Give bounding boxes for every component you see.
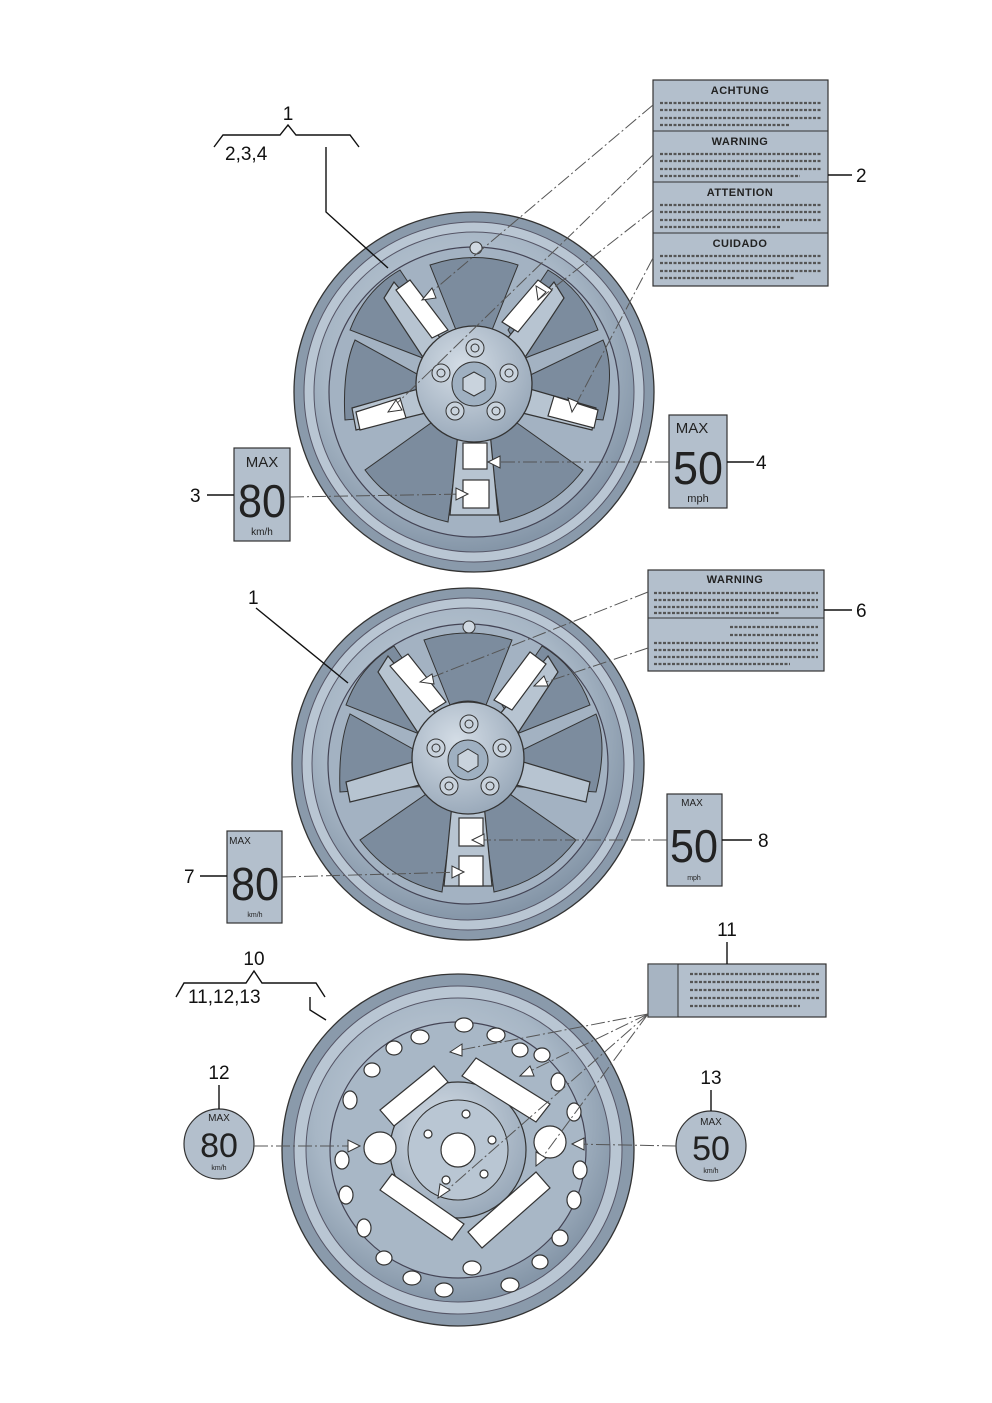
sticker-unit-text: km/h xyxy=(247,912,262,919)
label-title-warning: WARNING xyxy=(712,136,769,148)
round-speed-sticker-50: MAX 50 km/h xyxy=(675,1110,747,1182)
callout-1-top-subparts: 2,3,4 xyxy=(225,144,268,165)
callout-3: 3 xyxy=(190,486,201,507)
callout-10: 10 xyxy=(243,949,264,970)
alloy-wheel-middle xyxy=(291,587,645,941)
sticker-max-text: MAX xyxy=(208,1113,230,1124)
callout-8: 8 xyxy=(758,831,769,852)
label-title-cuidado: CUIDADO xyxy=(713,238,768,250)
label-title-attention: ATTENTION xyxy=(707,187,774,199)
sticker-max-text: MAX xyxy=(229,836,251,847)
callout-1-top: 1 xyxy=(283,104,294,125)
warning-label-strip xyxy=(647,963,827,1018)
sticker-speed-value: 80 xyxy=(231,858,279,910)
callout-7: 7 xyxy=(184,867,195,888)
warning-label-multilingual: ACHTUNG WARNING ATTENTION CUIDADO xyxy=(652,79,829,287)
sticker-speed-value: 80 xyxy=(200,1127,238,1165)
sticker-speed-value: 50 xyxy=(673,442,723,494)
callout-10-subparts: 11,12,13 xyxy=(188,987,261,1008)
round-speed-sticker-80: MAX 80 km/h xyxy=(183,1108,255,1180)
sticker-max-text: MAX xyxy=(246,454,279,471)
callout-11: 11 xyxy=(717,920,737,941)
sticker-unit-text: mph xyxy=(687,493,708,505)
warning-label-single: WARNING xyxy=(647,569,825,672)
sticker-speed-value: 80 xyxy=(238,475,286,527)
speed-sticker-50-mph-top: MAX 50 mph xyxy=(668,414,728,509)
sticker-max-text: MAX xyxy=(681,798,703,809)
speed-sticker-80-kmh-top: MAX 80 km/h xyxy=(233,447,291,542)
label-title-achtung: ACHTUNG xyxy=(711,85,770,97)
callout-13: 13 xyxy=(700,1068,721,1089)
sticker-speed-value: 50 xyxy=(670,820,718,872)
label-title-warning-single: WARNING xyxy=(707,574,764,586)
speed-sticker-80-kmh-middle: MAX 80 km/h xyxy=(226,830,283,924)
leader-lines xyxy=(175,123,852,1111)
callout-2: 2 xyxy=(856,166,867,187)
alloy-wheel-top xyxy=(293,211,655,573)
sticker-speed-value: 50 xyxy=(692,1130,730,1168)
pointer-lines xyxy=(254,104,677,1200)
callout-6: 6 xyxy=(856,601,867,622)
sticker-unit-text: mph xyxy=(687,875,701,882)
callout-1-middle: 1 xyxy=(248,588,259,609)
steel-wheel-bottom xyxy=(281,973,635,1327)
callout-numbers: 1 2,3,4 2 3 4 1 6 7 8 10 11,12,13 11 12 … xyxy=(184,104,867,1089)
sticker-max-text: MAX xyxy=(700,1117,722,1128)
speed-sticker-50-mph-middle: MAX 50 mph xyxy=(666,793,723,887)
callout-4: 4 xyxy=(756,453,767,474)
sticker-unit-text: km/h xyxy=(703,1168,718,1175)
sticker-unit-text: km/h xyxy=(251,527,273,538)
callout-12: 12 xyxy=(208,1063,229,1084)
sticker-max-text: MAX xyxy=(676,420,709,437)
sticker-unit-text: km/h xyxy=(211,1165,226,1172)
